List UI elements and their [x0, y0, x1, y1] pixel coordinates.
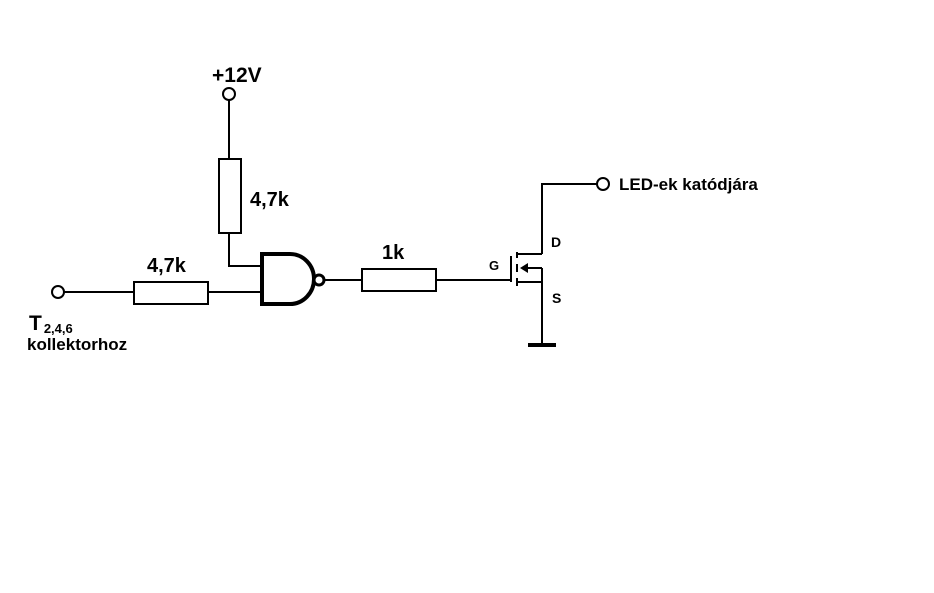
input-desc-label: kollektorhoz: [27, 335, 127, 354]
vcc-label: +12V: [212, 64, 262, 87]
output-terminal: [596, 177, 610, 191]
source-pin-label: S: [552, 290, 561, 306]
input-label-sub: 2,4,6: [44, 321, 73, 336]
gate-resistor-label: 1k: [382, 242, 405, 264]
input-resistor-label: 4,7k: [147, 255, 187, 277]
output-label: LED-ek katódjára: [619, 175, 758, 194]
pullup-resistor-label: 4,7k: [250, 189, 290, 211]
gate-resistor: [361, 268, 437, 292]
vcc-terminal: [222, 87, 236, 101]
gate-pin-label: G: [489, 258, 499, 273]
mosfet: [510, 252, 543, 286]
drain-pin-label: D: [551, 234, 561, 250]
wire-pullup-nand: [228, 233, 262, 267]
nand-gate: [260, 252, 316, 306]
mosfet-arrow: [520, 263, 528, 273]
input-resistor: [133, 281, 209, 305]
nand-output-bubble: [312, 273, 326, 287]
input-label-main: T: [29, 312, 42, 335]
input-terminal: [51, 285, 65, 299]
pullup-resistor: [218, 158, 242, 234]
wire-drain-output: [541, 183, 597, 254]
